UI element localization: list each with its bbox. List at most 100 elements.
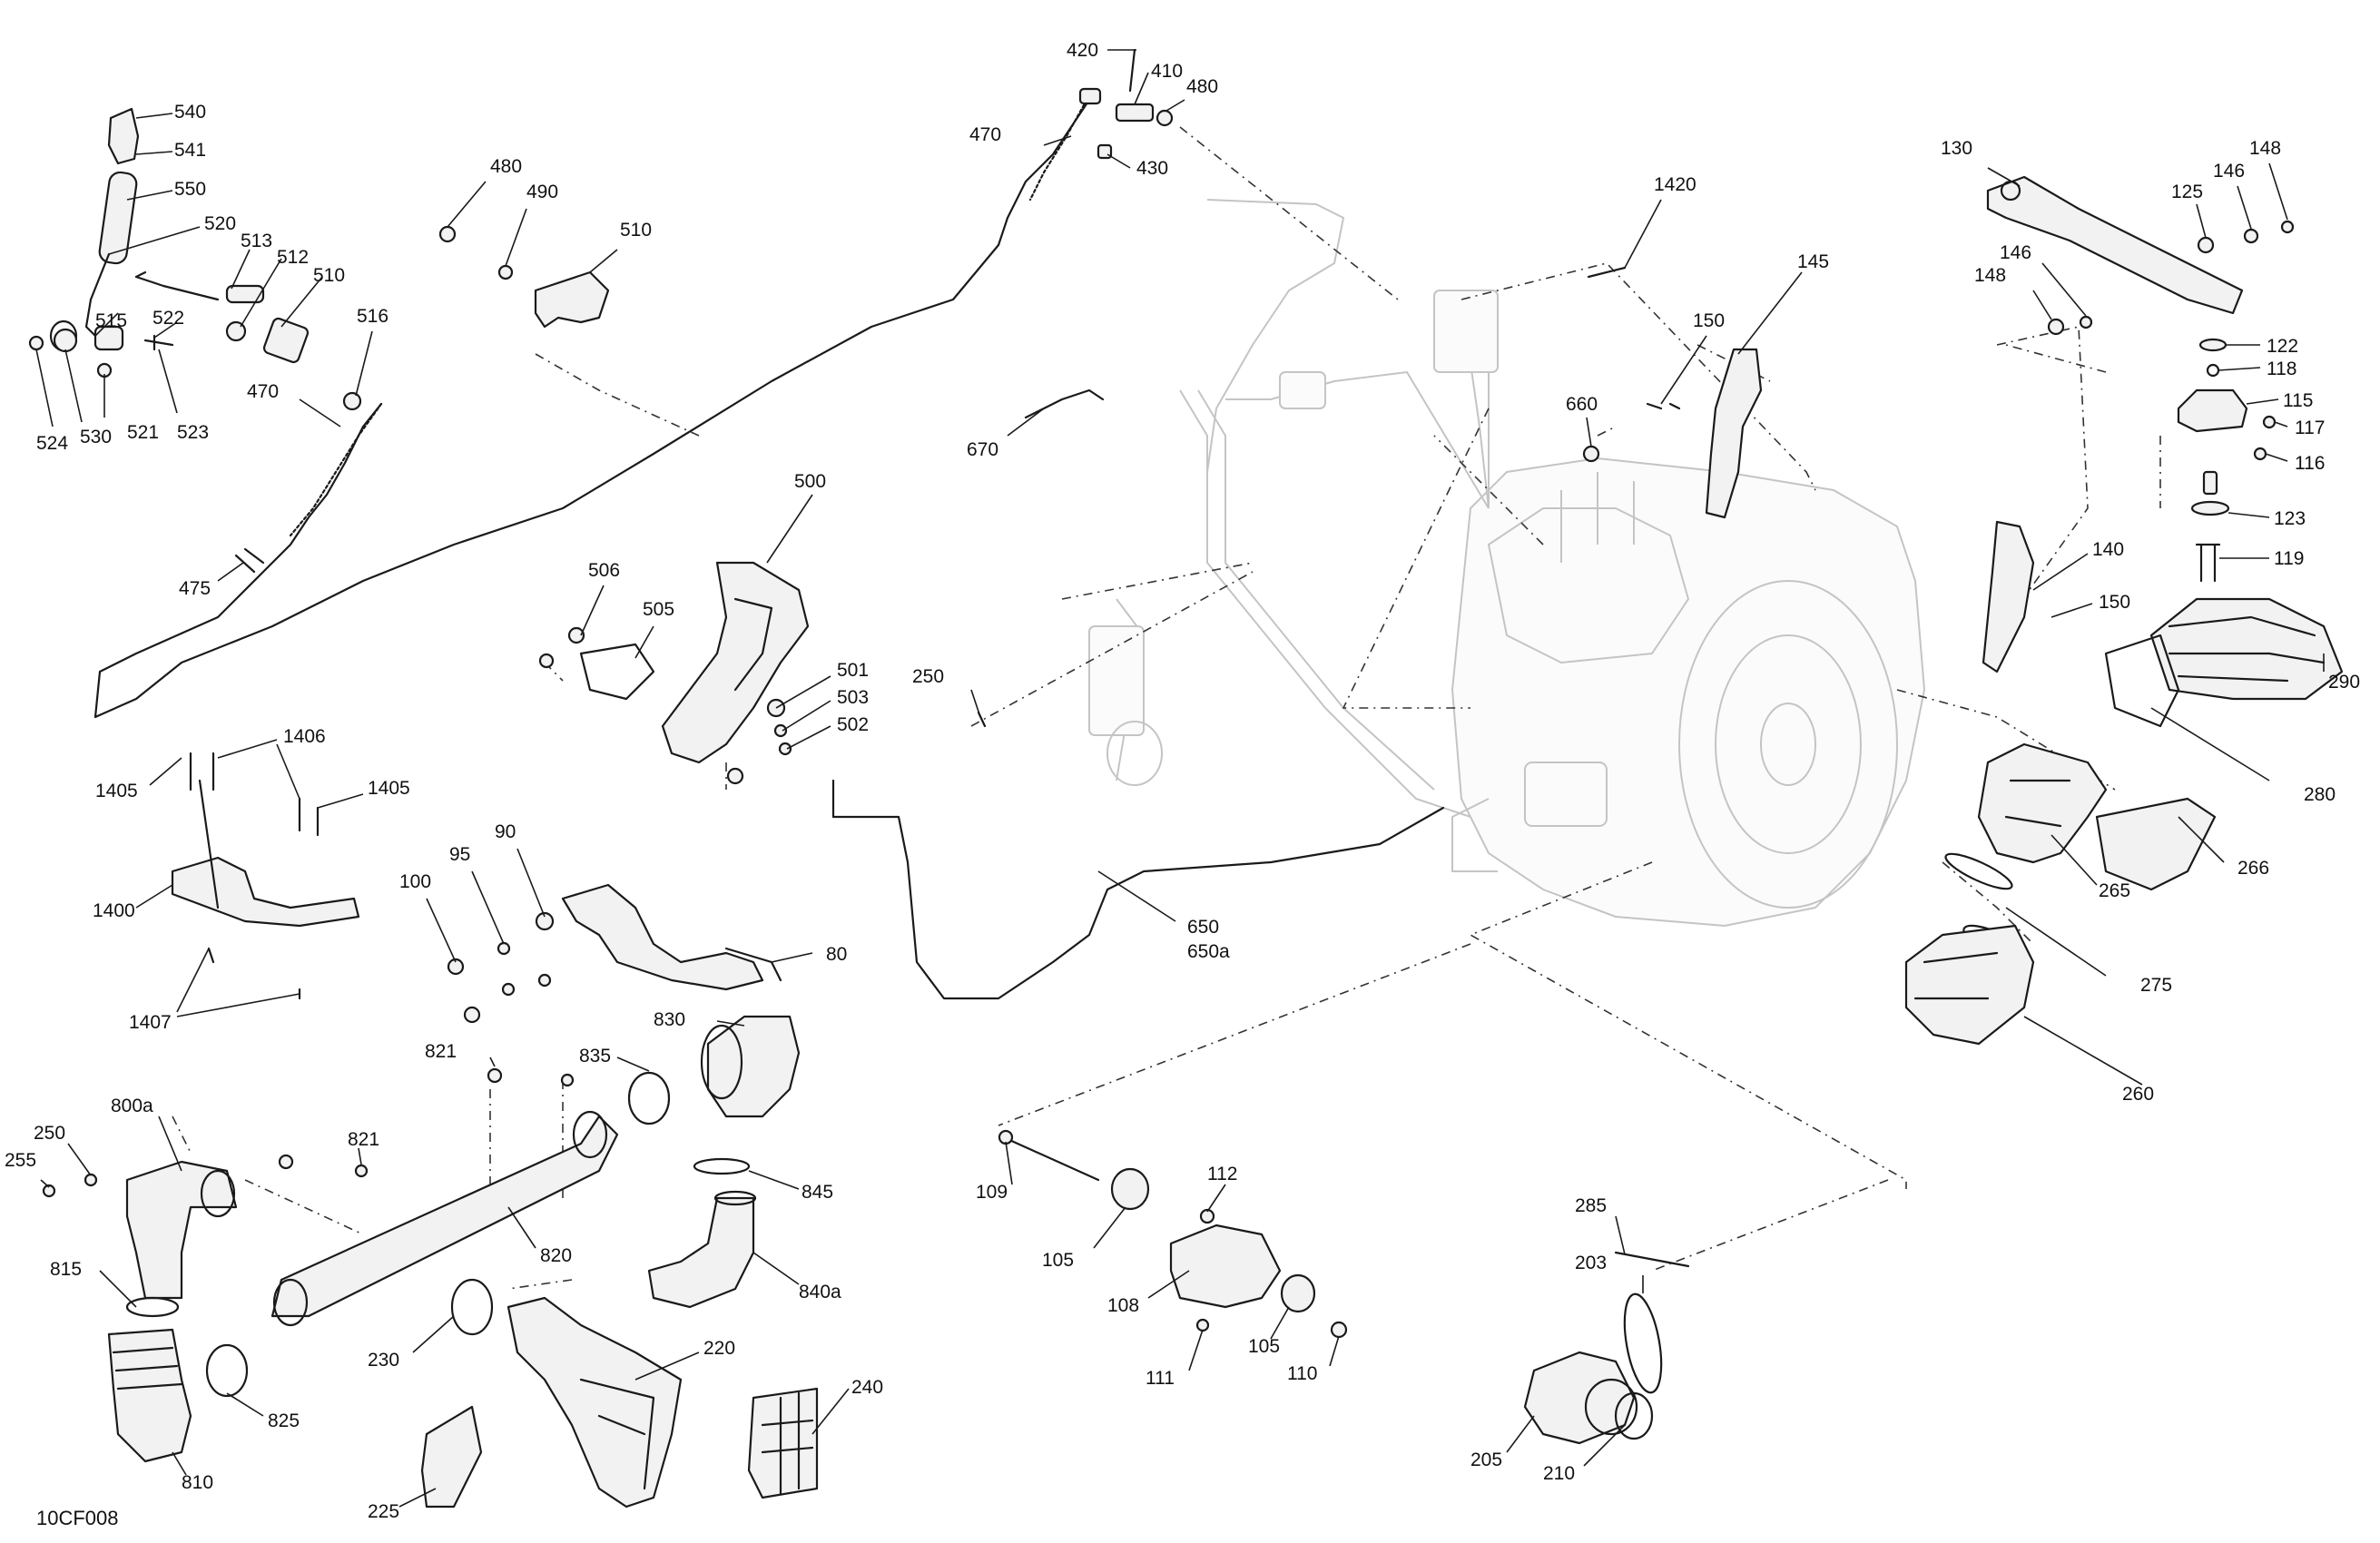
- callout-420: 420: [1067, 40, 1098, 61]
- callout-285: 285: [1575, 1195, 1607, 1216]
- callout-146-top: 146: [2213, 161, 2245, 182]
- callout-119: 119: [2274, 548, 2304, 569]
- shift-lever-assembly: [28, 107, 362, 411]
- leader-lines: [35, 49, 2325, 1508]
- callout-660: 660: [1566, 394, 1598, 415]
- callout-123: 123: [2274, 508, 2306, 529]
- callout-506: 506: [588, 560, 620, 581]
- callout-513: 513: [241, 231, 272, 251]
- callout-516: 516: [357, 306, 388, 327]
- callout-845: 845: [802, 1182, 833, 1203]
- callout-250-left: 250: [34, 1123, 65, 1144]
- callout-430: 430: [1136, 158, 1168, 179]
- bracket-1400: [171, 752, 360, 1000]
- callout-825: 825: [268, 1410, 300, 1431]
- callout-650a: 650a: [1187, 941, 1230, 962]
- callout-117: 117: [2295, 418, 2325, 438]
- callout-490: 490: [526, 182, 558, 202]
- callout-145: 145: [1797, 251, 1829, 272]
- callout-118: 118: [2267, 359, 2296, 379]
- callout-203: 203: [1575, 1253, 1607, 1273]
- callout-821-top: 821: [425, 1041, 457, 1062]
- callout-146-left: 146: [2000, 242, 2031, 263]
- callout-523: 523: [177, 422, 209, 443]
- callout-220: 220: [703, 1338, 735, 1359]
- mount-bracket-130: [1986, 175, 2295, 583]
- callout-275: 275: [2140, 975, 2172, 996]
- callout-205: 205: [1470, 1450, 1502, 1470]
- callout-148-top: 148: [2249, 138, 2281, 159]
- callout-835: 835: [579, 1046, 611, 1066]
- callout-505: 505: [643, 599, 674, 620]
- callout-110: 110: [1287, 1363, 1317, 1384]
- callout-522: 522: [152, 308, 184, 329]
- pin-1420: [1587, 266, 1627, 279]
- callout-125: 125: [2171, 182, 2203, 202]
- callout-512: 512: [277, 247, 309, 268]
- callout-650: 650: [1187, 917, 1219, 938]
- callout-510-top: 510: [620, 220, 652, 241]
- pedal-assembly: [447, 883, 782, 1024]
- callout-480-right: 480: [1186, 76, 1218, 97]
- engine-assembly-ghost: [1088, 199, 1926, 928]
- callout-148-left: 148: [1974, 265, 2006, 286]
- callout-108: 108: [1107, 1295, 1139, 1316]
- callout-1406: 1406: [283, 726, 326, 747]
- callout-280: 280: [2304, 784, 2336, 805]
- duct-205-assembly: [1523, 1251, 1690, 1445]
- callout-260: 260: [2122, 1084, 2154, 1105]
- callout-501: 501: [837, 660, 869, 681]
- callout-800a: 800a: [111, 1096, 153, 1116]
- cvt-duct-parts: [1904, 597, 2344, 1046]
- screws-150: [1646, 402, 1681, 410]
- callout-520: 520: [204, 213, 236, 234]
- callout-502: 502: [837, 714, 869, 735]
- intake-assembly: [42, 1015, 819, 1509]
- callout-230: 230: [368, 1350, 399, 1371]
- callout-1405-right: 1405: [368, 778, 410, 799]
- callout-515: 515: [95, 310, 127, 331]
- callout-290: 290: [2328, 672, 2360, 693]
- callout-820: 820: [540, 1245, 572, 1266]
- callout-100: 100: [399, 871, 431, 892]
- callout-530: 530: [80, 427, 112, 447]
- callout-840a: 840a: [799, 1282, 841, 1302]
- callout-510: 510: [313, 265, 345, 286]
- bracket-145: [1705, 348, 1763, 519]
- callout-95: 95: [449, 844, 470, 865]
- callout-105-right: 105: [1248, 1336, 1280, 1357]
- callout-90: 90: [495, 821, 516, 842]
- callout-503: 503: [837, 687, 869, 708]
- callout-470-left: 470: [247, 381, 279, 402]
- callout-550: 550: [174, 179, 206, 200]
- callout-109: 109: [976, 1182, 1008, 1203]
- callout-116: 116: [2295, 453, 2325, 474]
- callout-105-left: 105: [1042, 1250, 1074, 1271]
- bracket-510: [438, 225, 610, 329]
- callout-1407: 1407: [129, 1012, 172, 1033]
- callout-130: 130: [1941, 138, 1972, 159]
- mount-108-assembly: [998, 1129, 1348, 1339]
- callout-150-right: 150: [2099, 592, 2130, 613]
- callout-115: 115: [2283, 390, 2313, 411]
- callout-830: 830: [654, 1009, 685, 1030]
- callout-1420: 1420: [1654, 174, 1696, 195]
- callout-80: 80: [826, 944, 847, 965]
- callout-1405-left: 1405: [95, 781, 138, 801]
- callout-500: 500: [794, 471, 826, 492]
- callout-150-top: 150: [1693, 310, 1725, 331]
- bracket-500: [538, 561, 810, 785]
- callout-122: 122: [2267, 336, 2298, 357]
- callout-265: 265: [2099, 880, 2130, 901]
- callout-821-mid: 821: [348, 1129, 379, 1150]
- bracket-140: [1982, 520, 2035, 673]
- callout-480-top: 480: [490, 156, 522, 177]
- callout-112: 112: [1207, 1164, 1237, 1184]
- callout-266: 266: [2237, 858, 2269, 879]
- cable-650: [831, 779, 1445, 1000]
- callout-225: 225: [368, 1501, 399, 1522]
- callout-250-mid: 250: [912, 666, 944, 687]
- drawing-code: 10CF008: [36, 1507, 119, 1529]
- callout-815: 815: [50, 1259, 82, 1280]
- nut-660: [1582, 445, 1600, 463]
